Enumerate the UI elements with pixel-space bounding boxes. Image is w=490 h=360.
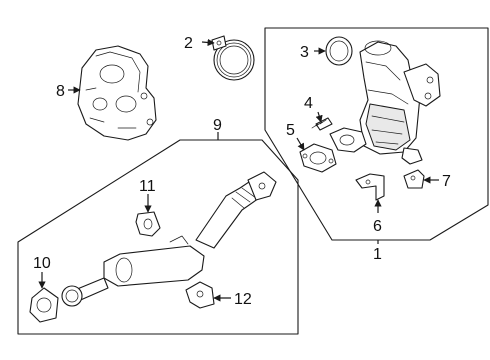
- leader-line-5: [296, 137, 305, 151]
- callout-12: 12: [234, 291, 252, 308]
- catalytic-converter-part: [329, 40, 441, 165]
- callout-2: 2: [184, 35, 193, 52]
- callout-5: 5: [286, 122, 295, 139]
- clamp-part: [211, 35, 255, 81]
- callout-8: 8: [56, 83, 65, 100]
- heat-shield-part: [77, 45, 157, 141]
- stud-part: [311, 117, 333, 131]
- muffler-part: [61, 235, 205, 307]
- group-box-exhaust-pipe: [17, 139, 299, 335]
- bracket-right-part: [403, 169, 425, 189]
- callout-4: 4: [304, 95, 313, 112]
- leader-line-2: [201, 38, 215, 47]
- group-box-catalytic-converter: [264, 27, 489, 241]
- callout-11: 11: [139, 178, 156, 195]
- bracket-left-part: [355, 173, 385, 201]
- front-pipe-part: [195, 171, 277, 249]
- flange-gasket-part: [299, 143, 337, 173]
- callout-10: 10: [33, 255, 51, 272]
- gasket-ring-part: [325, 36, 353, 66]
- leader-line-4: [315, 111, 323, 123]
- hanger-insulator-part: [135, 211, 161, 237]
- rear-bracket-part: [185, 281, 215, 309]
- callout-3: 3: [300, 44, 309, 61]
- callout-1: 1: [373, 246, 382, 263]
- callout-9: 9: [213, 117, 222, 134]
- tail-gasket-part: [29, 287, 59, 323]
- callout-7: 7: [442, 173, 451, 190]
- callout-6: 6: [373, 218, 382, 235]
